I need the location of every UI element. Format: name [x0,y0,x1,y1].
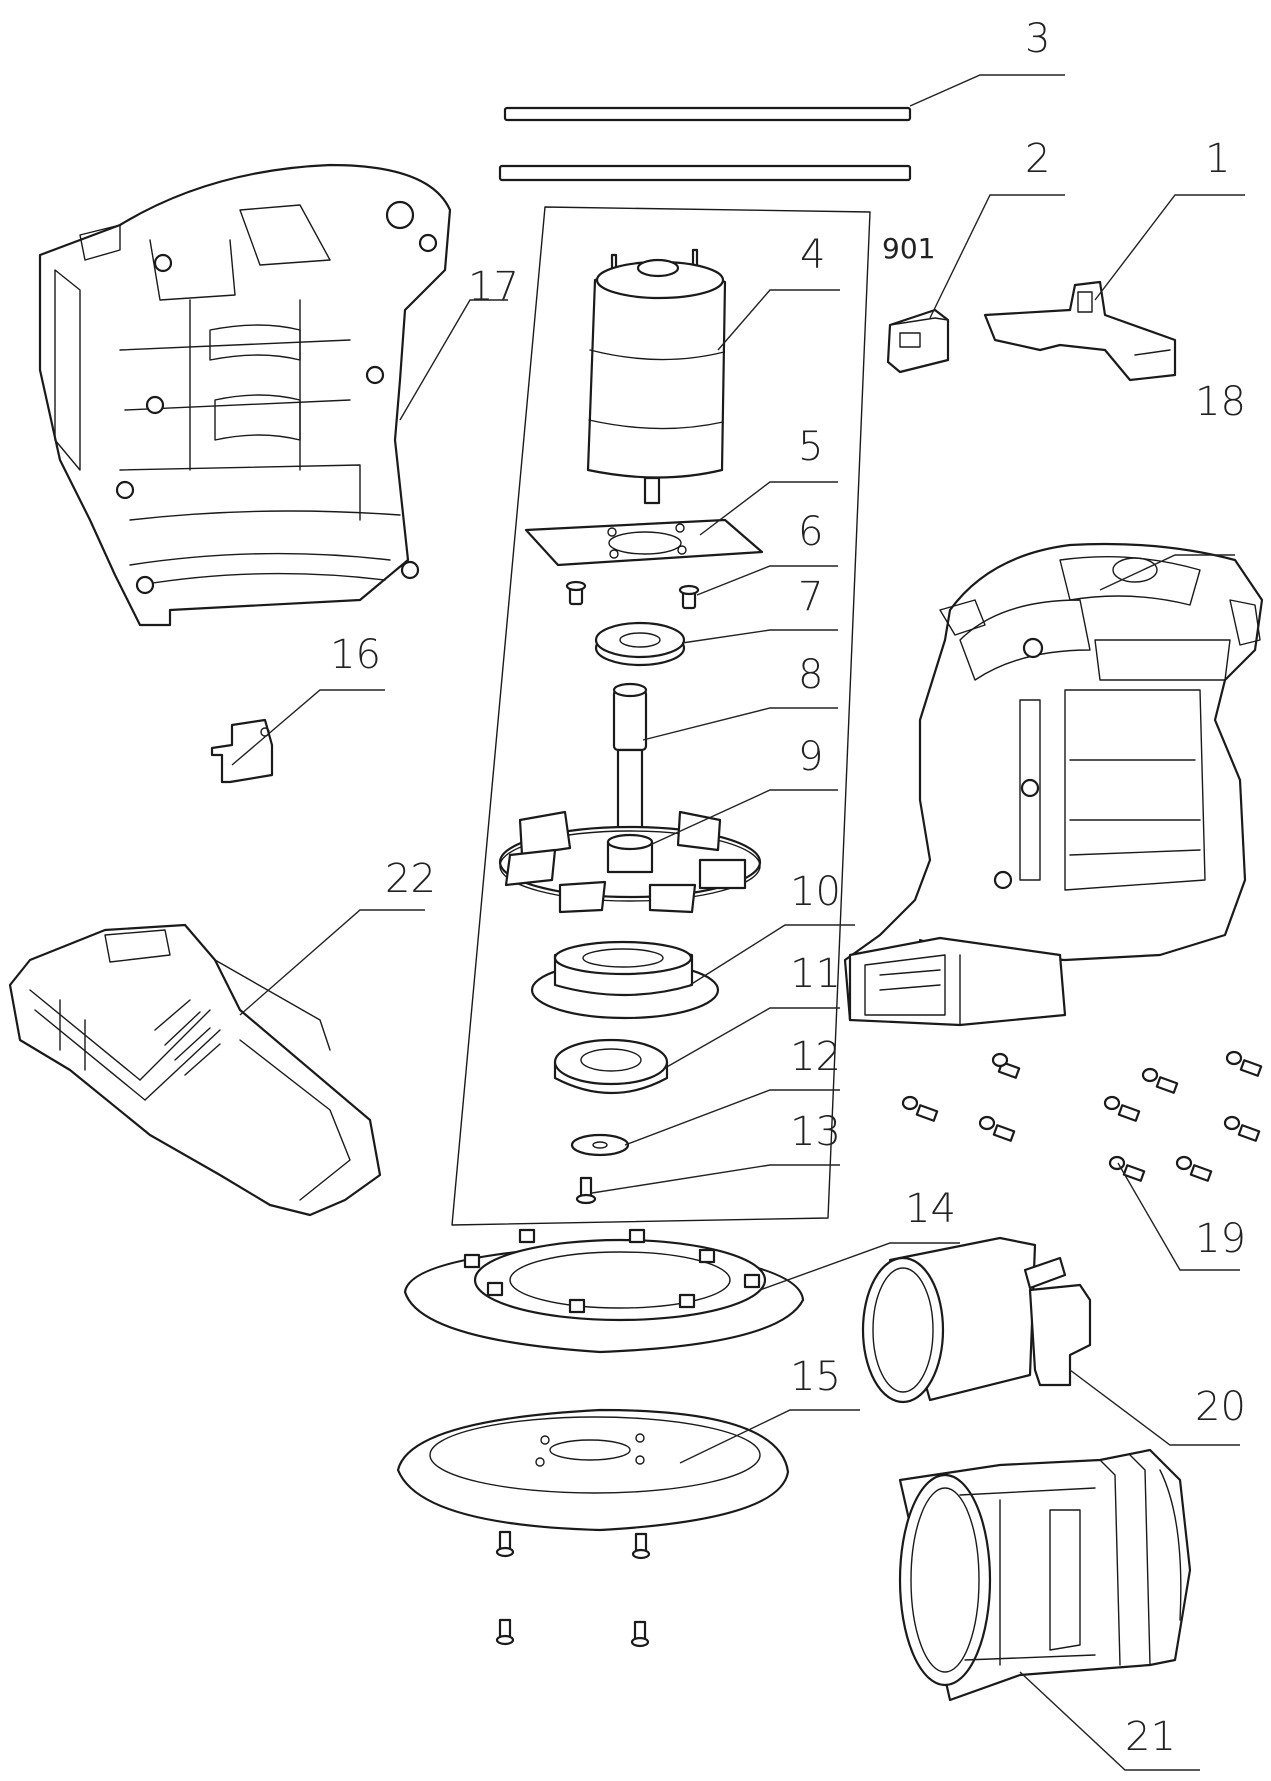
part-3-rods [498,106,912,182]
label-21: 21 [1125,1714,1176,1760]
label-6: 6 [798,509,823,555]
part-22-battery [8,923,382,1217]
label-901: 901 [882,232,935,265]
label-9: 9 [798,734,823,780]
part-16-clip [210,718,274,784]
part-901-brush-block [886,308,950,374]
part-10-bearing-housing [530,940,720,1020]
part-19-screws [901,1050,1263,1182]
motor-assembly-frame [451,206,871,1226]
label-20: 20 [1195,1384,1246,1430]
label-12: 12 [790,1034,841,1080]
label-4: 4 [800,232,825,278]
label-2: 2 [1025,136,1050,182]
part-14-base [403,1228,805,1354]
part-12-washer [570,1133,630,1157]
part-6-screws [565,580,700,610]
label-17: 17 [468,264,519,310]
label-13: 13 [790,1109,841,1155]
pad-screws [495,1530,651,1648]
part-8-shaft [612,682,648,832]
part-13-screw [575,1176,597,1205]
label-14: 14 [905,1186,956,1232]
part-11-large-ring [553,1038,669,1095]
part-20-dust-tube [861,1236,1092,1404]
label-3: 3 [1025,16,1050,62]
part-17-housing-half [38,163,452,627]
label-11: 11 [790,951,841,997]
part-15-pad [396,1408,790,1532]
label-16: 16 [330,632,381,678]
part-1-switch-lever [983,280,1177,382]
label-1: 1 [1205,136,1230,182]
part-9-fan [498,810,762,914]
part-4-motor [586,248,727,505]
label-8: 8 [798,652,823,698]
part-21-dust-canister [898,1448,1192,1702]
label-22: 22 [385,856,436,902]
part-number-labels: 3 2 1 901 4 5 6 7 8 9 10 11 12 13 14 15 … [330,16,1246,1760]
label-19: 19 [1195,1216,1246,1262]
label-5: 5 [798,424,823,470]
part-7-ring [594,621,686,667]
leader-lines [231,74,1245,1771]
label-7: 7 [798,574,823,620]
label-10: 10 [790,869,841,915]
label-18: 18 [1195,379,1246,425]
part-18-housing-half [843,542,1264,1027]
part-5-plate [524,518,764,567]
label-15: 15 [790,1354,841,1400]
